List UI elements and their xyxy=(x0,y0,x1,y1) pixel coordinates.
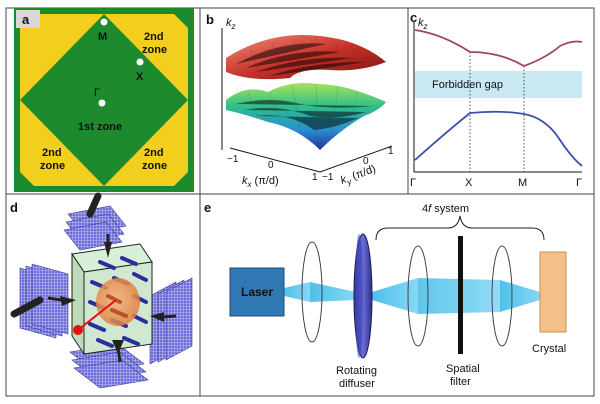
upper-band-curve xyxy=(414,29,583,67)
c-tick-x: X xyxy=(465,177,473,189)
label-second-zone-tr-2: zone xyxy=(142,44,167,56)
spatial-filter xyxy=(458,236,463,354)
kx-tick-neg1: −1 xyxy=(227,154,239,165)
ky-tick-1: 1 xyxy=(388,146,394,157)
symmetry-point-guides xyxy=(469,52,525,172)
c-tick-m: M xyxy=(518,177,527,189)
panel-d-holographic-setup: d xyxy=(10,192,193,389)
crystal-label: Crystal xyxy=(532,343,566,355)
panel-d-letter: d xyxy=(10,200,18,215)
laser-probe-beam xyxy=(77,299,117,331)
lens-3 xyxy=(491,245,513,347)
kx-tick-0: 0 xyxy=(268,160,274,171)
label-second-zone-bl-1: 2nd xyxy=(42,147,62,159)
kx-tick-1: 1 xyxy=(312,172,318,183)
lower-surface-mesh xyxy=(235,83,373,149)
rotating-diffuser xyxy=(353,233,373,359)
panel-a-brillouin-zone: a M X Γ 1st zone 2nd zone 2nd zone 2nd z… xyxy=(14,8,194,192)
label-first-zone: 1st zone xyxy=(78,121,122,133)
kx-axis-label: kx (π/d) xyxy=(242,175,279,189)
light-beam xyxy=(284,278,540,314)
diffuser-label-1: Rotating xyxy=(336,365,377,377)
diffuser-label-2: diffuser xyxy=(339,378,375,390)
panel-a-letter-box xyxy=(16,10,40,28)
point-x xyxy=(136,58,144,66)
panel-c-letter: c xyxy=(410,10,417,25)
c-tick-gamma-end: Γ xyxy=(576,177,582,189)
forbidden-gap-label: Forbidden gap xyxy=(432,79,503,91)
laser-probe-source xyxy=(73,325,83,335)
label-x: X xyxy=(136,71,144,83)
panel-b-letter: b xyxy=(206,12,214,27)
label-m: M xyxy=(98,31,107,43)
laser-label: Laser xyxy=(241,285,273,299)
right-mask-plate xyxy=(149,277,193,365)
4f-system-label: 4f system xyxy=(422,203,469,215)
forbidden-gap-band xyxy=(415,71,582,98)
label-second-zone-br-1: 2nd xyxy=(144,147,164,159)
4f-system-brace xyxy=(375,215,545,241)
laser-source xyxy=(229,267,285,317)
panel-e-letter: e xyxy=(204,200,211,215)
upper-surface-mesh xyxy=(235,36,367,79)
top-mask-plate xyxy=(63,192,127,251)
filter-label-1: Spatial xyxy=(446,363,480,375)
filter-label-2: filter xyxy=(450,376,471,388)
panel-a-letter: a xyxy=(22,12,30,27)
c-y-label: kz xyxy=(418,17,428,31)
lower-band-surface xyxy=(226,83,386,150)
lower-band-curve xyxy=(414,110,583,167)
lens-2 xyxy=(407,245,429,347)
ky-tick-neg1: −1 xyxy=(322,172,334,183)
point-gamma xyxy=(98,99,106,107)
photoresist-cube xyxy=(71,243,153,356)
c-tick-gamma-start: Γ xyxy=(410,177,416,189)
base-axes xyxy=(229,145,393,173)
label-second-zone-tr-1: 2nd xyxy=(144,31,164,43)
label-gamma: Γ xyxy=(94,87,100,99)
ky-tick-0: 0 xyxy=(363,156,369,167)
panel-b-band-surfaces: b kz −1 0 1 −1 0 1 kx (π/d) ky (π/d) xyxy=(206,12,394,189)
panel-frames xyxy=(5,7,595,397)
lens-1 xyxy=(301,241,323,343)
label-second-zone-br-2: zone xyxy=(142,160,167,172)
point-m xyxy=(100,18,108,26)
panel-e-optical-setup: e Laser Rotating diffuser 4f system xyxy=(204,200,567,390)
label-second-zone-bl-2: zone xyxy=(40,160,65,172)
ky-axis-label: ky (π/d) xyxy=(339,163,378,189)
beam-arrows xyxy=(47,234,177,363)
bottom-mask-plate xyxy=(69,343,149,389)
kz-label: kz xyxy=(226,17,236,31)
panel-c-band-diagram: c kz Forbidden gap Γ X M Γ xyxy=(410,10,583,189)
crystal xyxy=(539,251,567,333)
